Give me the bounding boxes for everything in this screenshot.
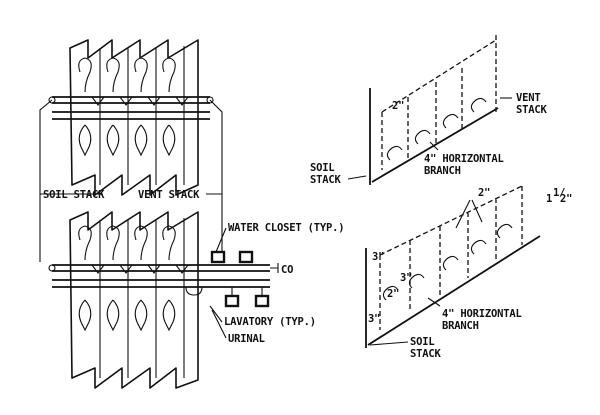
water-closet-box-2	[238, 250, 254, 264]
urinal-label: URINAL	[228, 333, 265, 345]
top-soil-label-1: SOIL	[310, 162, 335, 174]
isometric-bottom: 2" 1 1/ 2" 3" 3" 2" 3" 4" HORIZONTAL BRA…	[365, 185, 572, 360]
top-branch-label-2: BRANCH	[424, 165, 461, 177]
top-branch-label-1: 4" HORIZONTAL	[424, 153, 504, 165]
plan-view-top	[48, 39, 214, 196]
fixture-row-2	[78, 124, 176, 157]
top-2in-label: 2"	[392, 100, 404, 112]
top-fixture-traps	[386, 97, 487, 161]
bottom-2in-leaders	[455, 199, 483, 229]
vent-stack-leader	[206, 99, 223, 262]
bottom-soil-label-1: SOIL	[410, 336, 435, 348]
top-soil-leader	[347, 175, 367, 180]
bottom-fixture-traps	[382, 223, 513, 301]
isometric-top: 2" VENT STACK 4" HORIZONTAL BRANCH SOIL …	[310, 35, 548, 186]
plan-bottom-outline	[69, 211, 199, 389]
plan-bottom-pipes	[52, 264, 270, 288]
bottom-horizontal-branch	[367, 235, 541, 346]
lavatory-branches	[185, 286, 263, 296]
bottom-2in-small-label: 2"	[387, 288, 399, 300]
fixture-row-4	[78, 299, 176, 332]
fixture-row-1	[78, 57, 176, 93]
bottom-branch-label-2: BRANCH	[442, 320, 479, 332]
soil-stack-leader	[39, 99, 103, 262]
plan-bottom-stack-end	[48, 264, 56, 272]
plan-top-wyes	[91, 96, 189, 106]
fixture-labels: WATER CLOSET (TYP.) CO LAVATORY (TYP.) U…	[209, 222, 345, 345]
top-vent-lines	[381, 35, 497, 170]
cleanout-label: CO	[281, 264, 293, 276]
top-vent-label-2: STACK	[516, 104, 547, 116]
bottom-branch-leader	[427, 297, 441, 307]
bottom-2in-label: 2"	[478, 187, 490, 199]
lavatory-leader	[209, 305, 223, 323]
fixture-row-3	[78, 225, 176, 261]
plan-bottom-wyes	[91, 264, 189, 274]
stack-labels: SOIL STACK VENT STACK	[39, 99, 223, 262]
plan-top-stack-end-right	[206, 96, 214, 104]
water-closet-label: WATER CLOSET (TYP.)	[228, 222, 344, 234]
bottom-half-label: 1/	[553, 187, 565, 199]
plan-top-stack-end-left	[48, 96, 56, 104]
bottom-soil-leader	[369, 341, 409, 346]
bottom-soil-label-2: STACK	[410, 348, 441, 360]
water-closet-leader	[215, 227, 227, 253]
plan-view-bottom	[48, 211, 279, 389]
bottom-branch-label-1: 4" HORIZONTAL	[442, 308, 522, 320]
top-soil-label-2: STACK	[310, 174, 341, 186]
plan-top-dividers	[99, 46, 185, 185]
bottom-half-den-label: 2"	[560, 193, 572, 205]
bottom-vent-lines	[379, 185, 523, 330]
lavatory-box-2	[254, 294, 270, 308]
water-closet-box-1	[210, 250, 226, 264]
soil-stack-label-left: SOIL STACK	[43, 189, 105, 201]
bottom-3in-small-label: 3"	[400, 272, 412, 284]
plan-bottom-dividers	[99, 218, 185, 378]
cleanout-line	[270, 263, 279, 273]
vent-stack-label-left: VENT STACK	[138, 189, 200, 201]
plan-top-outline	[69, 39, 199, 196]
top-horizontal-branch	[371, 107, 499, 183]
urinal-leader	[211, 309, 227, 339]
bottom-3in-top-label: 3"	[372, 251, 384, 263]
bottom-3in-low-label: 3"	[368, 313, 380, 325]
bottom-1-label: 1	[546, 193, 552, 205]
top-vent-label-1: VENT	[516, 92, 541, 104]
plan-top-pipes	[52, 96, 210, 120]
lavatory-box-1	[224, 294, 240, 308]
lavatory-label: LAVATORY (TYP.)	[224, 316, 316, 328]
top-branch-leader	[429, 141, 439, 151]
